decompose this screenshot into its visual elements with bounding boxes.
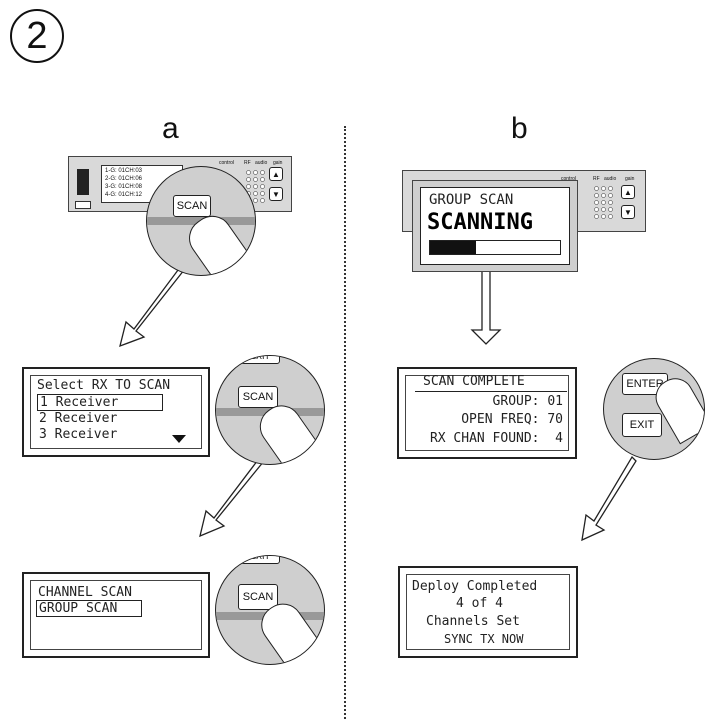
deploy-line-3: Channels Set [426,614,520,629]
meter-dots [245,169,265,203]
device-line: 2-G: 01CH:06 [105,176,143,182]
group-row: GROUP: 01 [493,394,563,409]
select-rx-screen: Select RX TO SCAN 1 Receiver 2 Receiver … [22,367,210,457]
step-number-badge: 2 [10,9,64,63]
gain-label: gain [625,176,635,182]
column-divider [344,126,346,719]
gain-label: gain [273,160,283,166]
audio-label: audio [255,160,268,166]
exit-button[interactable]: EXIT [622,413,662,437]
scan-button[interactable]: SCAN [173,195,211,217]
magnifier-disc-a1: SCAN [146,166,256,276]
device-line: 1-G: 01CH:03 [105,168,143,174]
receiver-option-1[interactable]: 1 Receiver [37,394,163,411]
found-value: 4 [555,431,563,446]
open-freq-label: OPEN FREQ: [461,412,540,427]
found-row: RX CHAN FOUND: 4 [430,431,563,446]
exit-button-partial[interactable]: EXIT [240,556,280,564]
down-button[interactable]: ▼ [269,187,283,201]
scanning-status: SCANNING [427,210,533,235]
small-button[interactable] [75,201,91,209]
deploy-line-1: Deploy Completed [412,579,538,594]
found-label: RX CHAN FOUND: [429,431,540,446]
column-a-label: a [162,112,179,145]
audio-label: audio [604,176,617,182]
scan-screen-title: GROUP SCAN [429,192,514,208]
complete-title: SCAN COMPLETE [423,374,525,389]
step-number: 2 [26,15,48,57]
scan-progress-bar [429,240,561,255]
title-underline [415,391,567,392]
magnifier-disc-a3: EXIT SCAN [215,555,325,665]
deploy-line-4: SYNC TX NOW [444,632,524,646]
group-scan-screen: GROUP SCAN SCANNING [412,180,578,272]
screen-title: Select RX TO SCAN [37,378,171,393]
deploy-complete-screen: Deploy Completed 4 of 4 Channels Set SYN… [398,566,578,658]
device-line: 3-G: 01CH:08 [105,184,143,190]
scan-type-screen: CHANNEL SCAN GROUP SCAN [22,572,210,658]
group-label: GROUP: [492,394,540,409]
up-button[interactable]: ▲ [621,185,635,199]
open-freq-row: OPEN FREQ: 70 [461,412,563,427]
open-freq-value: 70 [547,412,563,427]
group-value: 01 [547,394,563,409]
scroll-down-icon [172,435,186,443]
deploy-line-2: 4 of 4 [456,596,503,611]
scan-progress-fill [430,241,476,254]
meter-dots [593,185,615,221]
scan-button[interactable]: SCAN [238,386,278,408]
scan-complete-screen: SCAN COMPLETE GROUP: 01 OPEN FREQ: 70 RX… [397,367,577,459]
control-label: control [219,160,235,166]
up-button[interactable]: ▲ [269,167,283,181]
group-scan-option[interactable]: GROUP SCAN [36,600,142,617]
column-b-label: b [511,112,528,145]
receiver-option-3[interactable]: 3 Receiver [39,427,118,442]
magnifier-disc-b: ENTER EXIT [603,358,705,460]
magnifier-disc-a2: EXIT SCAN [215,355,325,465]
control-label: control [561,176,577,182]
rf-label: RF [244,160,251,166]
power-slot [77,169,89,195]
channel-scan-option[interactable]: CHANNEL SCAN [38,585,132,600]
down-button[interactable]: ▼ [621,205,635,219]
rf-label: RF [593,176,600,182]
receiver-option-2[interactable]: 2 Receiver [39,411,118,426]
exit-button-partial[interactable]: EXIT [240,356,280,364]
device-line: 4-G: 01CH:12 [105,192,143,198]
